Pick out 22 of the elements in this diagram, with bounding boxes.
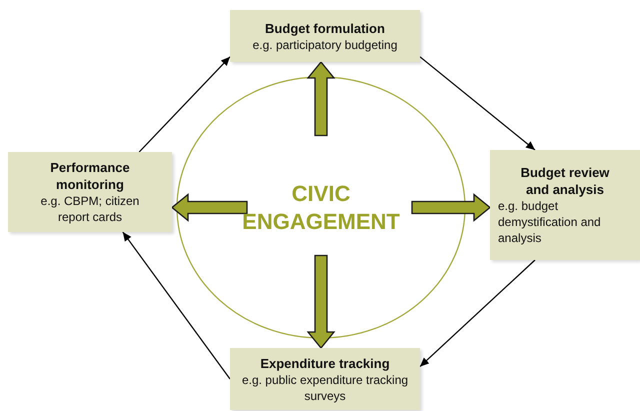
arrow — [420, 260, 536, 368]
stage-title: Expenditure tracking — [259, 354, 391, 372]
stage-box — [230, 348, 420, 410]
stage-box — [490, 150, 640, 260]
stage-box — [230, 10, 420, 62]
stage-title: Budget formulation — [264, 20, 386, 36]
arrow — [138, 56, 230, 152]
center-title: CIVIC ENGAGEMENT — [241, 180, 401, 236]
arrow — [420, 56, 536, 150]
block-arrow — [306, 60, 336, 136]
block-arrow — [170, 193, 248, 222]
block-arrow — [306, 254, 336, 350]
stage-example: e.g. public expenditure tracking surveys — [240, 372, 410, 404]
block-arrow — [411, 193, 492, 222]
stage-example: e.g. participatory budgeting — [252, 36, 398, 52]
stage-example: e.g. CBPM; citizen report cards — [40, 193, 140, 225]
stage-example: e.g. budget demystification and analysis — [498, 198, 602, 246]
ellipse — [176, 76, 466, 339]
stage-title: Budget review and analysis — [520, 164, 610, 198]
stage-box — [8, 152, 172, 232]
stage-title: Performance monitoring — [49, 159, 131, 193]
arrow — [122, 232, 230, 380]
